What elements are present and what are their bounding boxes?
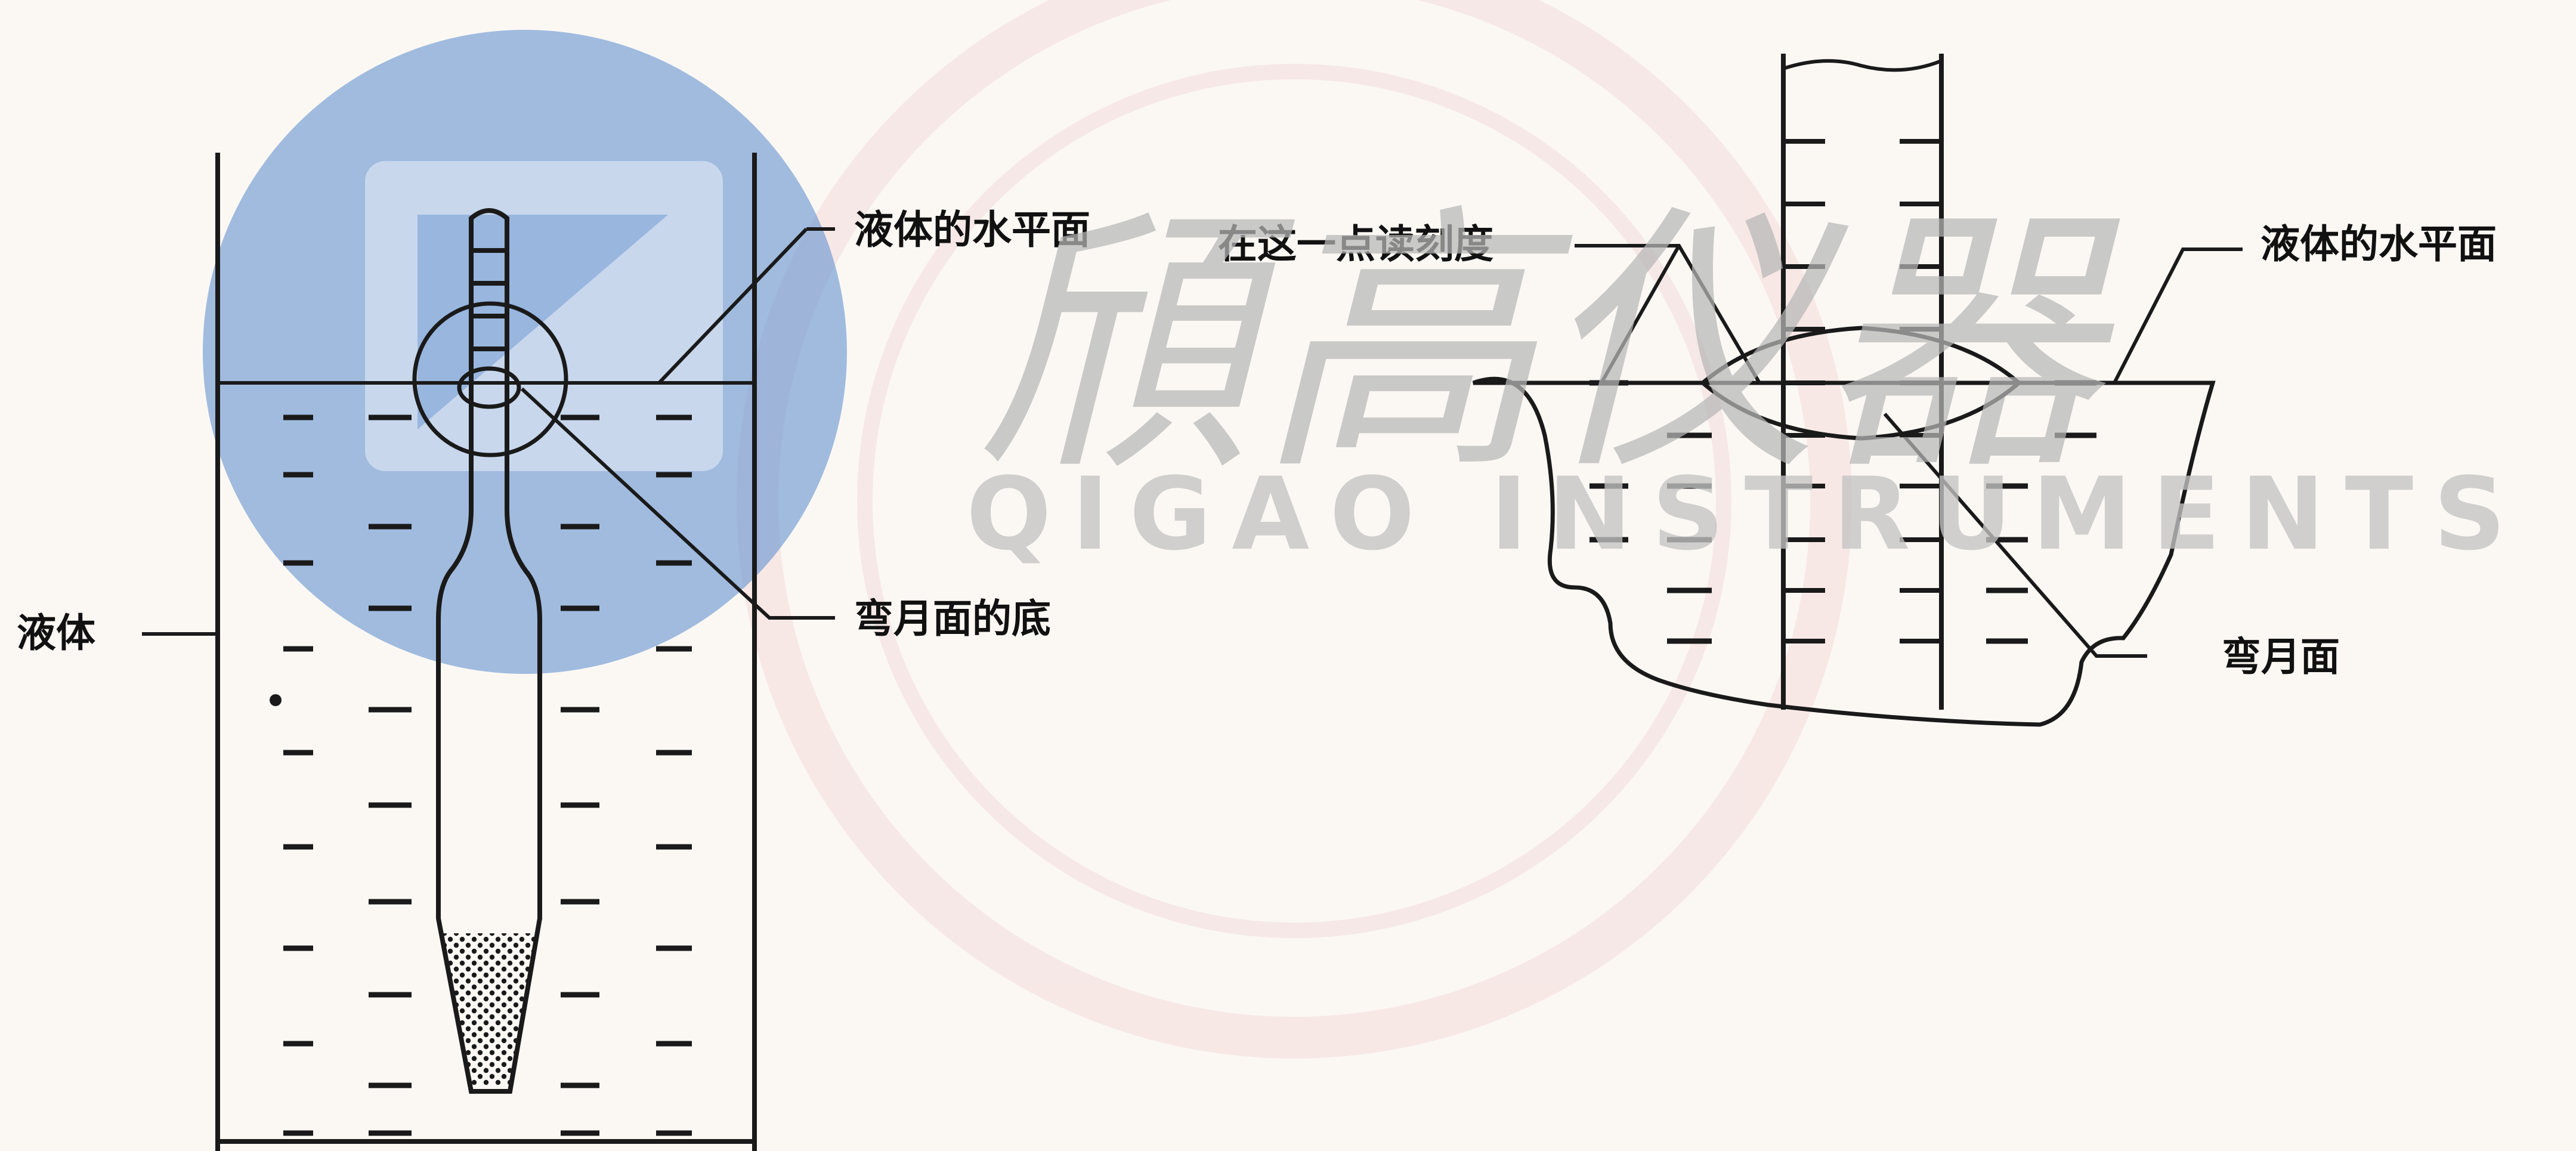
logo-watermark [203, 30, 847, 674]
left-liquid-dashes [283, 414, 692, 1136]
label-meniscus-bottom: 弯月面的底 [854, 596, 1051, 642]
label-liquid-surface-right: 液体的水平面 [2260, 221, 2497, 267]
left-leader-lines [142, 227, 835, 636]
hydrometer-ballast-shot [443, 933, 536, 1085]
tube-graduation-marks [1783, 139, 1941, 643]
magnifier-circle [412, 301, 568, 457]
label-meniscus: 弯月面 [2222, 634, 2340, 680]
meniscus-lens [1699, 326, 2023, 441]
right-leader-lines [1575, 244, 2243, 658]
watermark-chinese: 頎高仪器 [978, 181, 2122, 508]
left-cylinder [215, 153, 757, 1151]
liquid-puddle-outline [1472, 376, 2216, 727]
label-liquid-surface-left: 液体的水平面 [854, 207, 1090, 253]
label-liquid: 液体 [17, 610, 95, 656]
liquid-dot-marker [270, 694, 282, 706]
meniscus-bottom-mark [457, 366, 521, 409]
watermark-latin: QIGAO INSTRUMENTS [966, 456, 2526, 573]
hydrometer [436, 208, 542, 1094]
label-read-scale-here: 在这一点读刻度 [1218, 221, 1493, 267]
